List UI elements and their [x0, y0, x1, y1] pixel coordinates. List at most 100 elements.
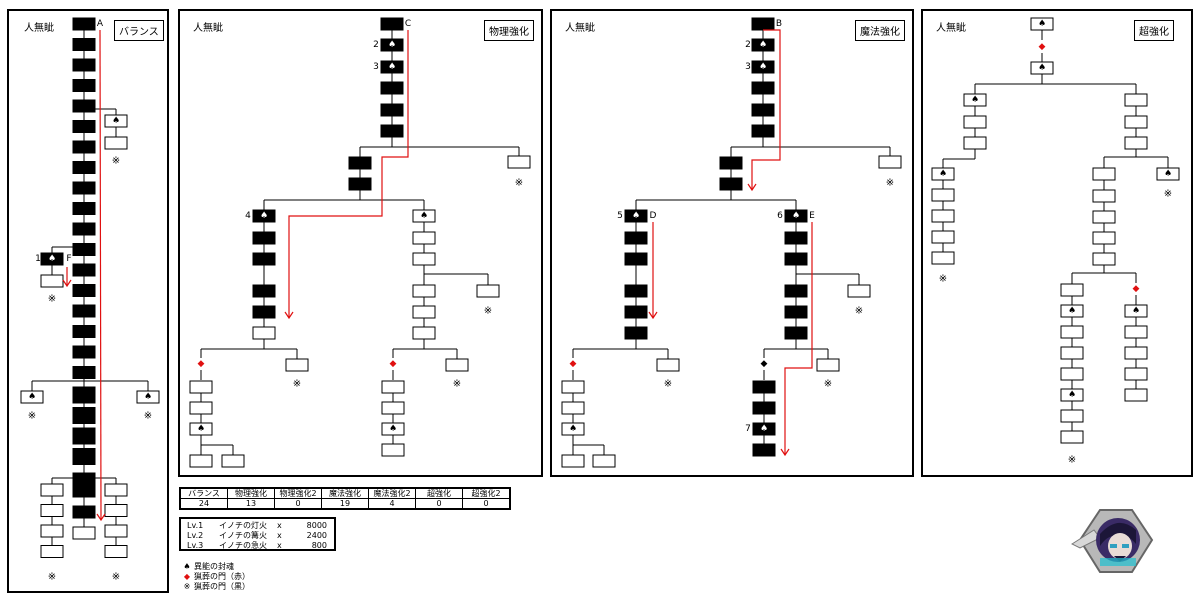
locked-node [1124, 115, 1148, 129]
panel-balance-title: 人無眦 [24, 23, 54, 34]
locked-node [847, 284, 871, 298]
locked-node [1124, 325, 1148, 339]
locked-node [1092, 210, 1116, 224]
reward-x: x [277, 531, 282, 540]
spade-icon: ♠ [759, 40, 767, 50]
note-icon: ※ [28, 411, 36, 422]
unlocked-node [72, 99, 96, 113]
note-icon: ※ [939, 274, 947, 285]
locked-node [1092, 167, 1116, 181]
stats-header: 超強化 [415, 487, 463, 499]
unlocked-node [624, 284, 648, 298]
locked-node [189, 454, 213, 468]
locked-node [1092, 252, 1116, 266]
reward-level: Lv.2 [187, 531, 204, 540]
unlocked-node [784, 252, 808, 266]
unlocked-node [252, 252, 276, 266]
unlocked-node [719, 177, 743, 191]
unlocked-node [72, 304, 96, 318]
unlocked-node [72, 484, 96, 498]
locked-node [136, 390, 160, 404]
note-icon: ※ [1164, 189, 1172, 200]
node-number: 6 [777, 211, 783, 221]
unlocked-node [348, 156, 372, 170]
locked-node [252, 326, 276, 340]
locked-node [1092, 189, 1116, 203]
spade-icon: ♠ [388, 40, 396, 50]
unlocked-node [624, 231, 648, 245]
locked-node [445, 358, 469, 372]
unlocked-node [751, 124, 775, 138]
route-arrowhead [62, 279, 72, 288]
locked-node [221, 454, 245, 468]
note-icon: ※ [855, 306, 863, 317]
unlocked-node [72, 202, 96, 215]
reward-x: x [277, 521, 282, 530]
locked-node [381, 380, 405, 394]
stats-header: 魔法強化2 [368, 487, 416, 499]
node-number: 1 [35, 254, 41, 264]
spade-icon: ♠ [260, 211, 268, 221]
locked-node [1124, 388, 1148, 402]
unlocked-node [380, 124, 404, 138]
locked-node [1124, 136, 1148, 150]
stats-value: 0 [415, 498, 463, 510]
diamond-icon: ◆ [183, 572, 191, 581]
locked-node [104, 545, 128, 558]
reward-level: Lv.1 [187, 521, 204, 530]
reward-item: イノチの灯火 [219, 521, 267, 530]
locked-node [561, 380, 585, 394]
panel-physical [178, 9, 543, 477]
legend-text: 猟葬の門（黒） [194, 582, 250, 591]
reward-row: Lv.3 イノチの急火 x 800 [187, 541, 328, 551]
locked-node [72, 526, 96, 540]
spade-icon: ♠ [939, 169, 947, 179]
note-icon: ※ [112, 156, 120, 167]
unlocked-node [751, 103, 775, 117]
stats-value: 0 [462, 498, 511, 510]
unlocked-node [252, 305, 276, 319]
unlocked-node [252, 231, 276, 245]
note-icon: ※ [1068, 455, 1076, 466]
spade-icon: ♠ [420, 211, 428, 221]
unlocked-node [72, 366, 96, 379]
note-icon: ※ [484, 306, 492, 317]
reward-amount: 2400 [306, 531, 327, 540]
note-icon: ※ [144, 411, 152, 422]
unlocked-node [72, 58, 96, 72]
stats-header: 物理強化 [227, 487, 275, 499]
locked-node [656, 358, 680, 372]
panel-physical-title: 人無眦 [193, 23, 223, 34]
unlocked-node [72, 505, 96, 519]
locked-node [40, 483, 64, 497]
route-arrowhead [780, 448, 790, 457]
locked-node [189, 380, 213, 394]
unlocked-node [72, 345, 96, 359]
node-letter: A [97, 19, 104, 29]
unlocked-node [784, 284, 808, 298]
node-number: 3 [373, 62, 379, 72]
note-icon: ※ [824, 379, 832, 390]
node-letter: D [650, 211, 657, 221]
locked-node [104, 136, 128, 150]
legend-text: 猟葬の門（赤） [194, 572, 250, 581]
panel-balance-tag: バランス [114, 20, 164, 41]
spade-icon: ♠ [144, 392, 152, 402]
unlocked-node [348, 177, 372, 191]
legend: ♠ 異能の封魂 ◆ 猟葬の門（赤） ※ 猟葬の門（黒） [183, 562, 250, 592]
spade-icon: ♠ [792, 211, 800, 221]
node-letter: C [405, 19, 411, 29]
unlocked-node [719, 156, 743, 170]
unlocked-node [72, 222, 96, 236]
locked-node [381, 401, 405, 415]
unlocked-node [72, 120, 96, 133]
unlocked-node [72, 140, 96, 154]
note-icon: ※ [453, 379, 461, 390]
spade-icon: ♠ [1038, 19, 1046, 29]
diamond-icon: ◆ [761, 359, 768, 369]
unlocked-node [72, 431, 96, 445]
node-letter: B [776, 19, 782, 29]
stats-value: 0 [274, 498, 322, 510]
unlocked-node [72, 452, 96, 465]
